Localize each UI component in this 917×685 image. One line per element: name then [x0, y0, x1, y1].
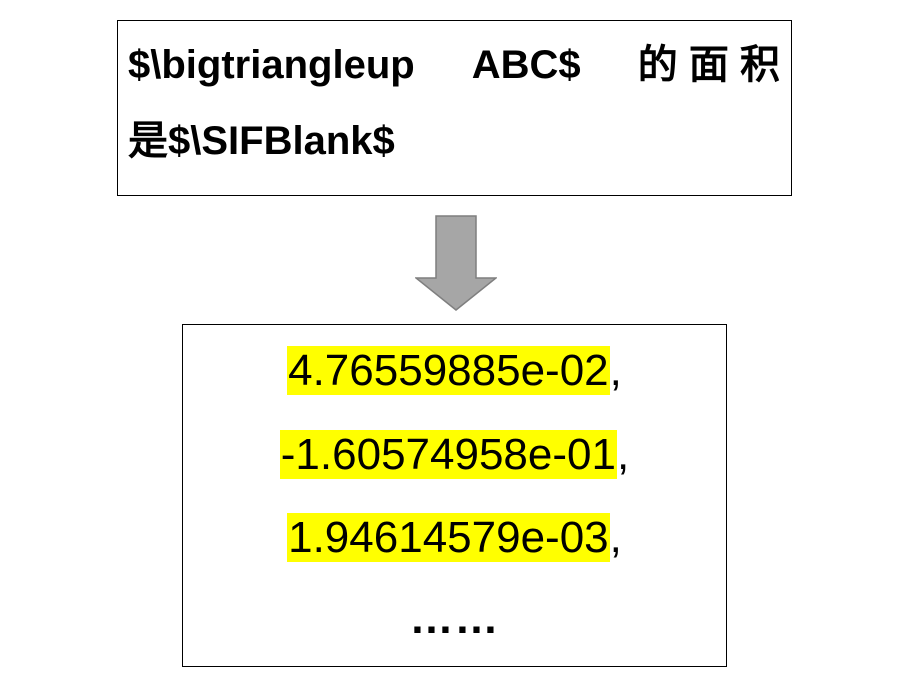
- answer-value-3: 1.94614579e-03: [287, 513, 610, 562]
- question-line-2: 是$\SIFBlank$: [128, 119, 395, 163]
- question-line-1-left: $\bigtriangleup: [128, 43, 415, 87]
- answer-box: 4.76559885e-02, -1.60574958e-01, 1.94614…: [182, 324, 727, 667]
- answer-ellipsis: ……: [409, 594, 500, 643]
- answer-row-3: 1.94614579e-03,: [183, 506, 726, 570]
- question-box: $\bigtriangleup ABC$ 的 面 积 是$\SIFBlank$: [117, 20, 792, 196]
- question-line-1-right: 的 面 积: [637, 43, 780, 87]
- answer-row-1: 4.76559885e-02,: [183, 339, 726, 403]
- down-arrow-shape: [415, 215, 497, 311]
- down-arrow-icon: [415, 215, 497, 311]
- answer-comma-3: ,: [609, 513, 622, 562]
- question-line-1-mid: ABC$: [471, 43, 581, 87]
- answer-row-2: -1.60574958e-01,: [183, 423, 726, 487]
- answer-comma-2: ,: [616, 430, 630, 479]
- answer-value-1: 4.76559885e-02: [287, 346, 610, 395]
- answer-value-2: -1.60574958e-01: [279, 430, 617, 479]
- question-line-1: $\bigtriangleup ABC$ 的 面 积: [128, 45, 780, 85]
- answer-comma-1: ,: [609, 346, 622, 395]
